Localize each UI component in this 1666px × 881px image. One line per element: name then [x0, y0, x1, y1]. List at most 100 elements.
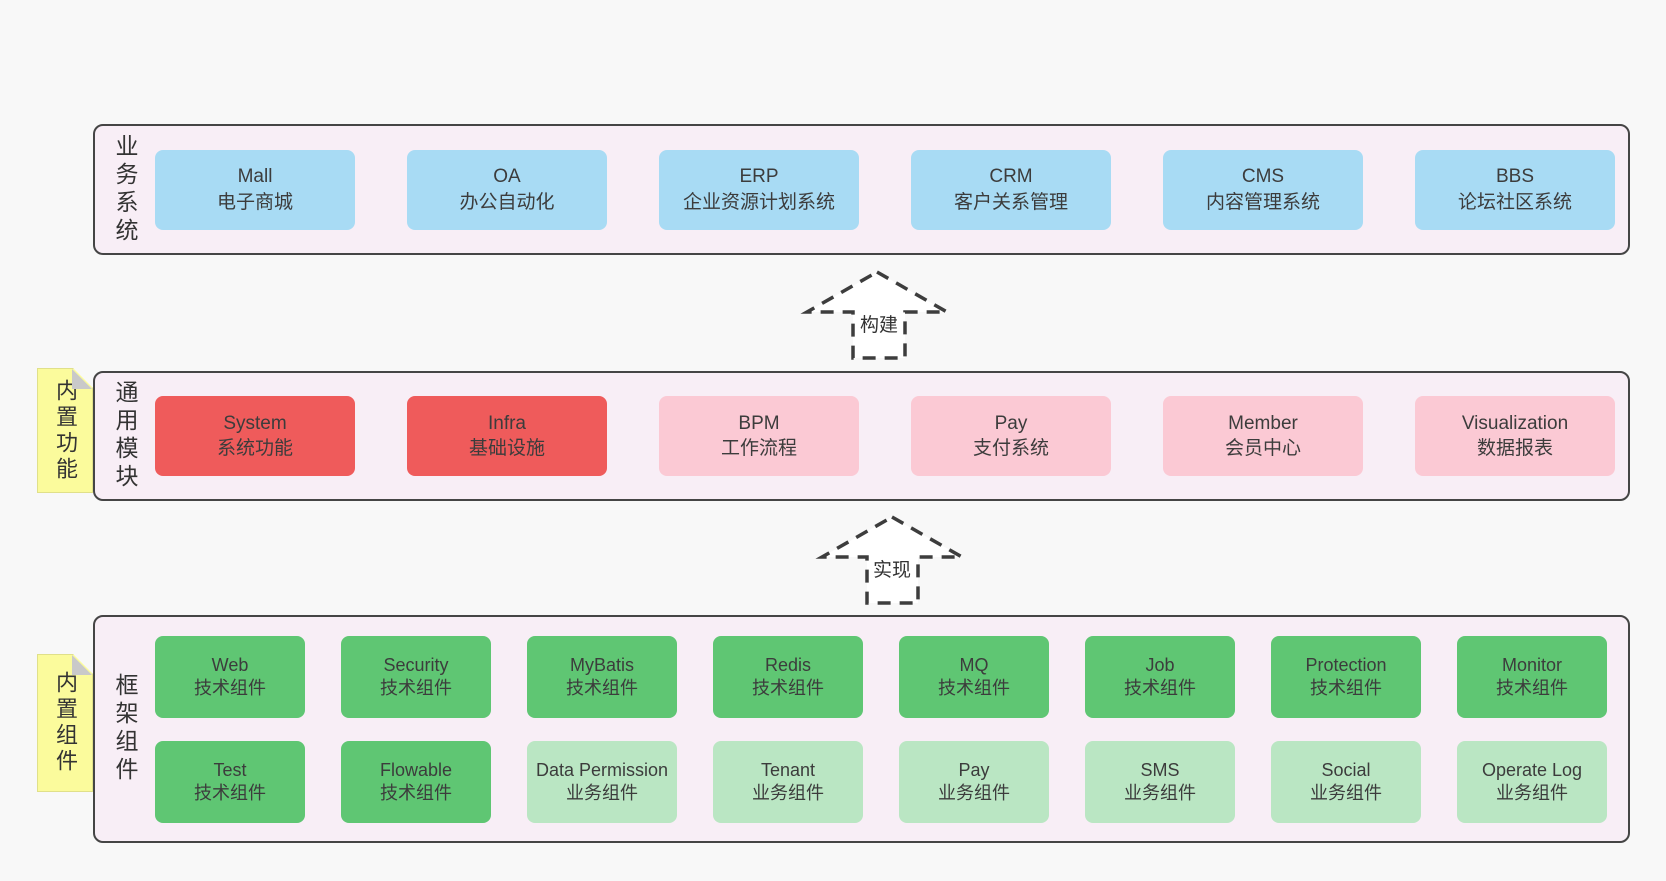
box-data-permission: Data Permission 业务组件 — [527, 740, 677, 823]
box-flowable: Flowable 技术组件 — [341, 740, 491, 823]
sticky-note-label: 内置组件 — [53, 671, 78, 775]
box-title: Job — [1145, 654, 1175, 675]
box-mall: Mall 电子商城 — [155, 149, 355, 230]
box-subtitle: 业务组件 — [752, 782, 824, 803]
box-title: Security — [383, 654, 449, 675]
box-title: Visualization — [1461, 412, 1569, 434]
band-label-framework-components: 框架组件 — [112, 673, 138, 785]
box-subtitle: 技术组件 — [380, 782, 452, 803]
box-subtitle: 会员中心 — [1224, 438, 1301, 459]
box-title: System — [223, 412, 287, 434]
band-label-business-systems: 业务系统 — [112, 133, 138, 246]
box-job: Job 技术组件 — [1085, 635, 1235, 718]
box-subtitle: 技术组件 — [566, 677, 638, 698]
box-title: BBS — [1495, 166, 1535, 188]
arrow-implement-label: 实现 — [873, 559, 911, 581]
box-subtitle: 支付系统 — [972, 438, 1049, 459]
box-title: Test — [213, 759, 247, 780]
box-operate-log: Operate Log 业务组件 — [1457, 740, 1607, 823]
box-subtitle: 技术组件 — [1496, 677, 1568, 698]
box-bpm: BPM 工作流程 — [659, 396, 859, 476]
band-row: Test 技术组件 Flowable 技术组件 Data Permission … — [155, 740, 1628, 823]
box-subtitle: 技术组件 — [752, 677, 824, 698]
folded-corner-icon — [72, 369, 92, 389]
box-subtitle: 技术组件 — [1310, 677, 1382, 698]
box-protection: Protection 技术组件 — [1271, 635, 1421, 718]
band-row: Mall 电子商城 OA 办公自动化 ERP 企业资源计划系统 CRM 客户关系… — [155, 149, 1628, 230]
sticky-note-builtin-features: 内置功能 — [37, 368, 93, 493]
box-subtitle: 论坛社区系统 — [1457, 191, 1572, 213]
box-subtitle: 业务组件 — [1310, 782, 1382, 803]
box-erp: ERP 企业资源计划系统 — [659, 149, 859, 230]
box-subtitle: 技术组件 — [938, 677, 1010, 698]
box-system: System 系统功能 — [155, 396, 355, 476]
box-subtitle: 业务组件 — [566, 782, 638, 803]
box-pay-module: Pay 支付系统 — [911, 396, 1111, 476]
box-title: Infra — [487, 412, 527, 434]
box-title: Pay — [994, 412, 1028, 434]
box-subtitle: 企业资源计划系统 — [682, 191, 835, 213]
box-title: Pay — [958, 759, 990, 780]
sticky-note-builtin-components: 内置组件 — [37, 654, 93, 792]
box-oa: OA 办公自动化 — [407, 149, 607, 230]
band-common-modules: 通用模块 System 系统功能 Infra 基础设施 BPM 工作流程 Pay — [93, 371, 1630, 501]
box-title: Social — [1321, 759, 1371, 780]
box-tenant: Tenant 业务组件 — [713, 740, 863, 823]
box-subtitle: 办公自动化 — [459, 191, 555, 213]
box-title: Web — [211, 654, 249, 675]
box-mybatis: MyBatis 技术组件 — [527, 635, 677, 718]
box-subtitle: 技术组件 — [194, 677, 266, 698]
sticky-note-label: 内置功能 — [53, 378, 78, 483]
box-infra: Infra 基础设施 — [407, 396, 607, 476]
arrow-build-icon: 构建 — [800, 269, 954, 360]
box-title: CRM — [989, 166, 1033, 188]
box-subtitle: 内容管理系统 — [1205, 191, 1320, 213]
box-title: Member — [1228, 412, 1298, 434]
box-member: Member 会员中心 — [1163, 396, 1363, 476]
box-subtitle: 技术组件 — [380, 677, 452, 698]
box-test: Test 技术组件 — [155, 740, 305, 823]
box-security: Security 技术组件 — [341, 635, 491, 718]
box-pay-component: Pay 业务组件 — [899, 740, 1049, 823]
box-title: Tenant — [760, 759, 816, 780]
arrow-build-label: 构建 — [860, 314, 898, 336]
band-label-common-modules: 通用模块 — [112, 380, 138, 492]
box-title: CMS — [1241, 166, 1285, 188]
box-social: Social 业务组件 — [1271, 740, 1421, 823]
box-subtitle: 业务组件 — [1496, 782, 1568, 803]
box-subtitle: 客户关系管理 — [953, 191, 1068, 213]
box-subtitle: 业务组件 — [1124, 782, 1196, 803]
box-subtitle: 业务组件 — [938, 782, 1010, 803]
box-subtitle: 技术组件 — [194, 782, 266, 803]
box-title: Protection — [1305, 654, 1387, 675]
box-subtitle: 基础设施 — [468, 438, 545, 459]
box-subtitle: 电子商城 — [216, 191, 293, 213]
arrow-implement-icon: 实现 — [815, 514, 969, 605]
box-title: Redis — [764, 654, 812, 675]
box-subtitle: 数据报表 — [1476, 438, 1553, 459]
box-title: Monitor — [1501, 654, 1563, 675]
box-subtitle: 技术组件 — [1124, 677, 1196, 698]
box-title: OA — [493, 166, 521, 188]
box-web: Web 技术组件 — [155, 635, 305, 718]
box-title: ERP — [739, 166, 779, 188]
band-framework-components: 框架组件 Web 技术组件 Security 技术组件 MyBatis 技术组件… — [93, 615, 1630, 843]
band-row: System 系统功能 Infra 基础设施 BPM 工作流程 Pay 支付系统… — [155, 396, 1628, 476]
box-title: MQ — [959, 654, 989, 675]
box-title: Operate Log — [1481, 759, 1583, 780]
box-redis: Redis 技术组件 — [713, 635, 863, 718]
box-title: Data Permission — [535, 759, 669, 780]
box-visualization: Visualization 数据报表 — [1415, 396, 1615, 476]
box-title: Flowable — [379, 759, 453, 780]
box-title: MyBatis — [569, 654, 634, 675]
box-title: Mall — [237, 166, 273, 188]
box-subtitle: 工作流程 — [720, 438, 797, 459]
band-business-systems: 业务系统 Mall 电子商城 OA 办公自动化 ERP 企业资源计划系统 CRM — [93, 124, 1630, 255]
box-sms: SMS 业务组件 — [1085, 740, 1235, 823]
box-title: BPM — [738, 412, 780, 434]
box-title: SMS — [1140, 759, 1180, 780]
box-cms: CMS 内容管理系统 — [1163, 149, 1363, 230]
box-mq: MQ 技术组件 — [899, 635, 1049, 718]
box-bbs: BBS 论坛社区系统 — [1415, 149, 1615, 230]
